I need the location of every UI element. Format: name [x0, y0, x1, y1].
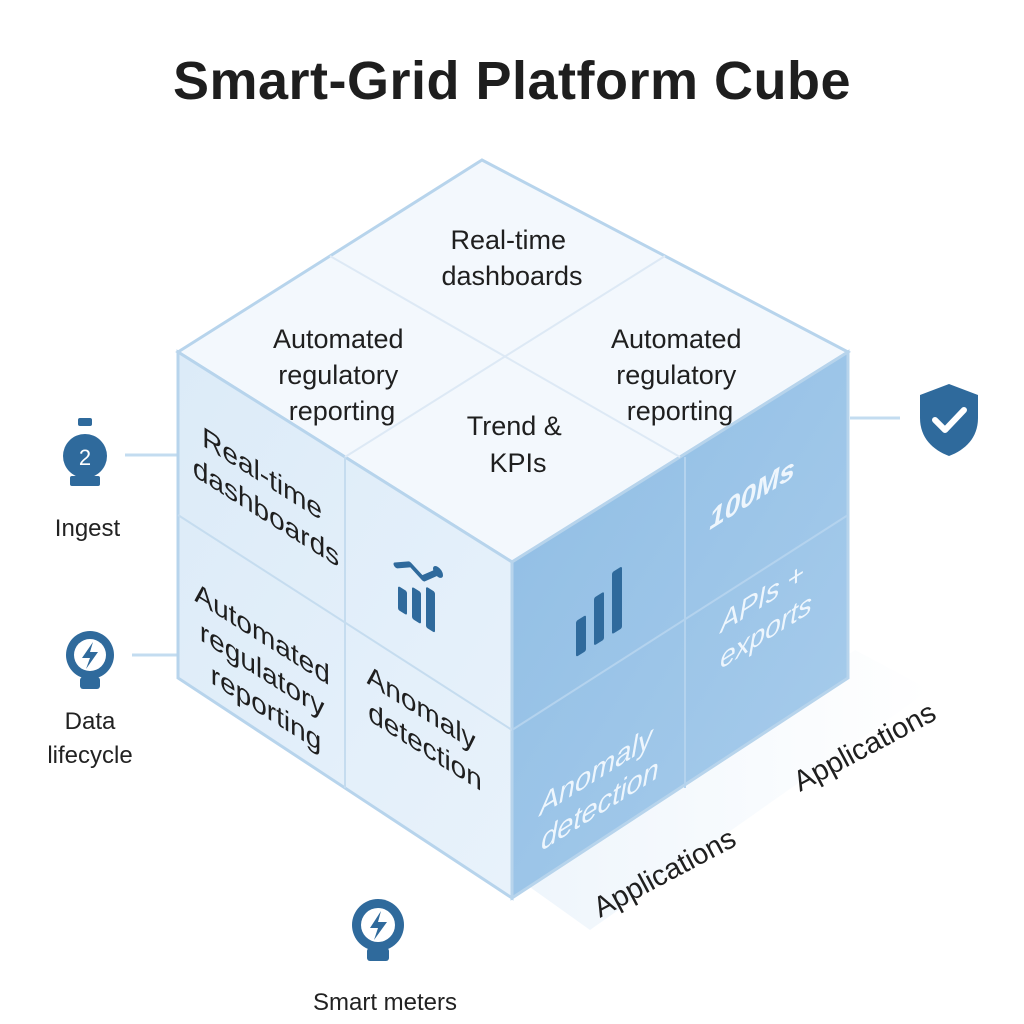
- smart-meters-bulb-icon: [352, 899, 404, 961]
- top-right-text: Automated regulatory reporting: [611, 324, 749, 426]
- top-divider-b: [344, 255, 666, 458]
- right-divider-h: [511, 514, 849, 731]
- ingest-label: Ingest: [54, 515, 121, 542]
- page-title: Smart-Grid Platform Cube: [172, 51, 852, 111]
- top-back-text: Real-time dashboards: [441, 225, 582, 291]
- meter-gauge-icon: 2: [63, 418, 107, 486]
- top-left-text: Automated regulatory reporting: [273, 324, 411, 426]
- smart-meters-label: Smart meters: [312, 989, 458, 1016]
- floor-shadow: [520, 650, 930, 930]
- data-lifecycle-label: Data lifecycle: [47, 708, 133, 769]
- bar-chart-icon: [576, 567, 622, 657]
- svg-text:2: 2: [79, 445, 91, 470]
- shield-check-icon: [920, 384, 978, 456]
- trend-bar-chart-icon: [393, 561, 443, 633]
- top-front-text: Trend & KPIs: [467, 411, 570, 478]
- cube-right-face: [510, 349, 850, 901]
- left-divider-h: [177, 514, 513, 731]
- lightning-bulb-icon: [66, 631, 114, 689]
